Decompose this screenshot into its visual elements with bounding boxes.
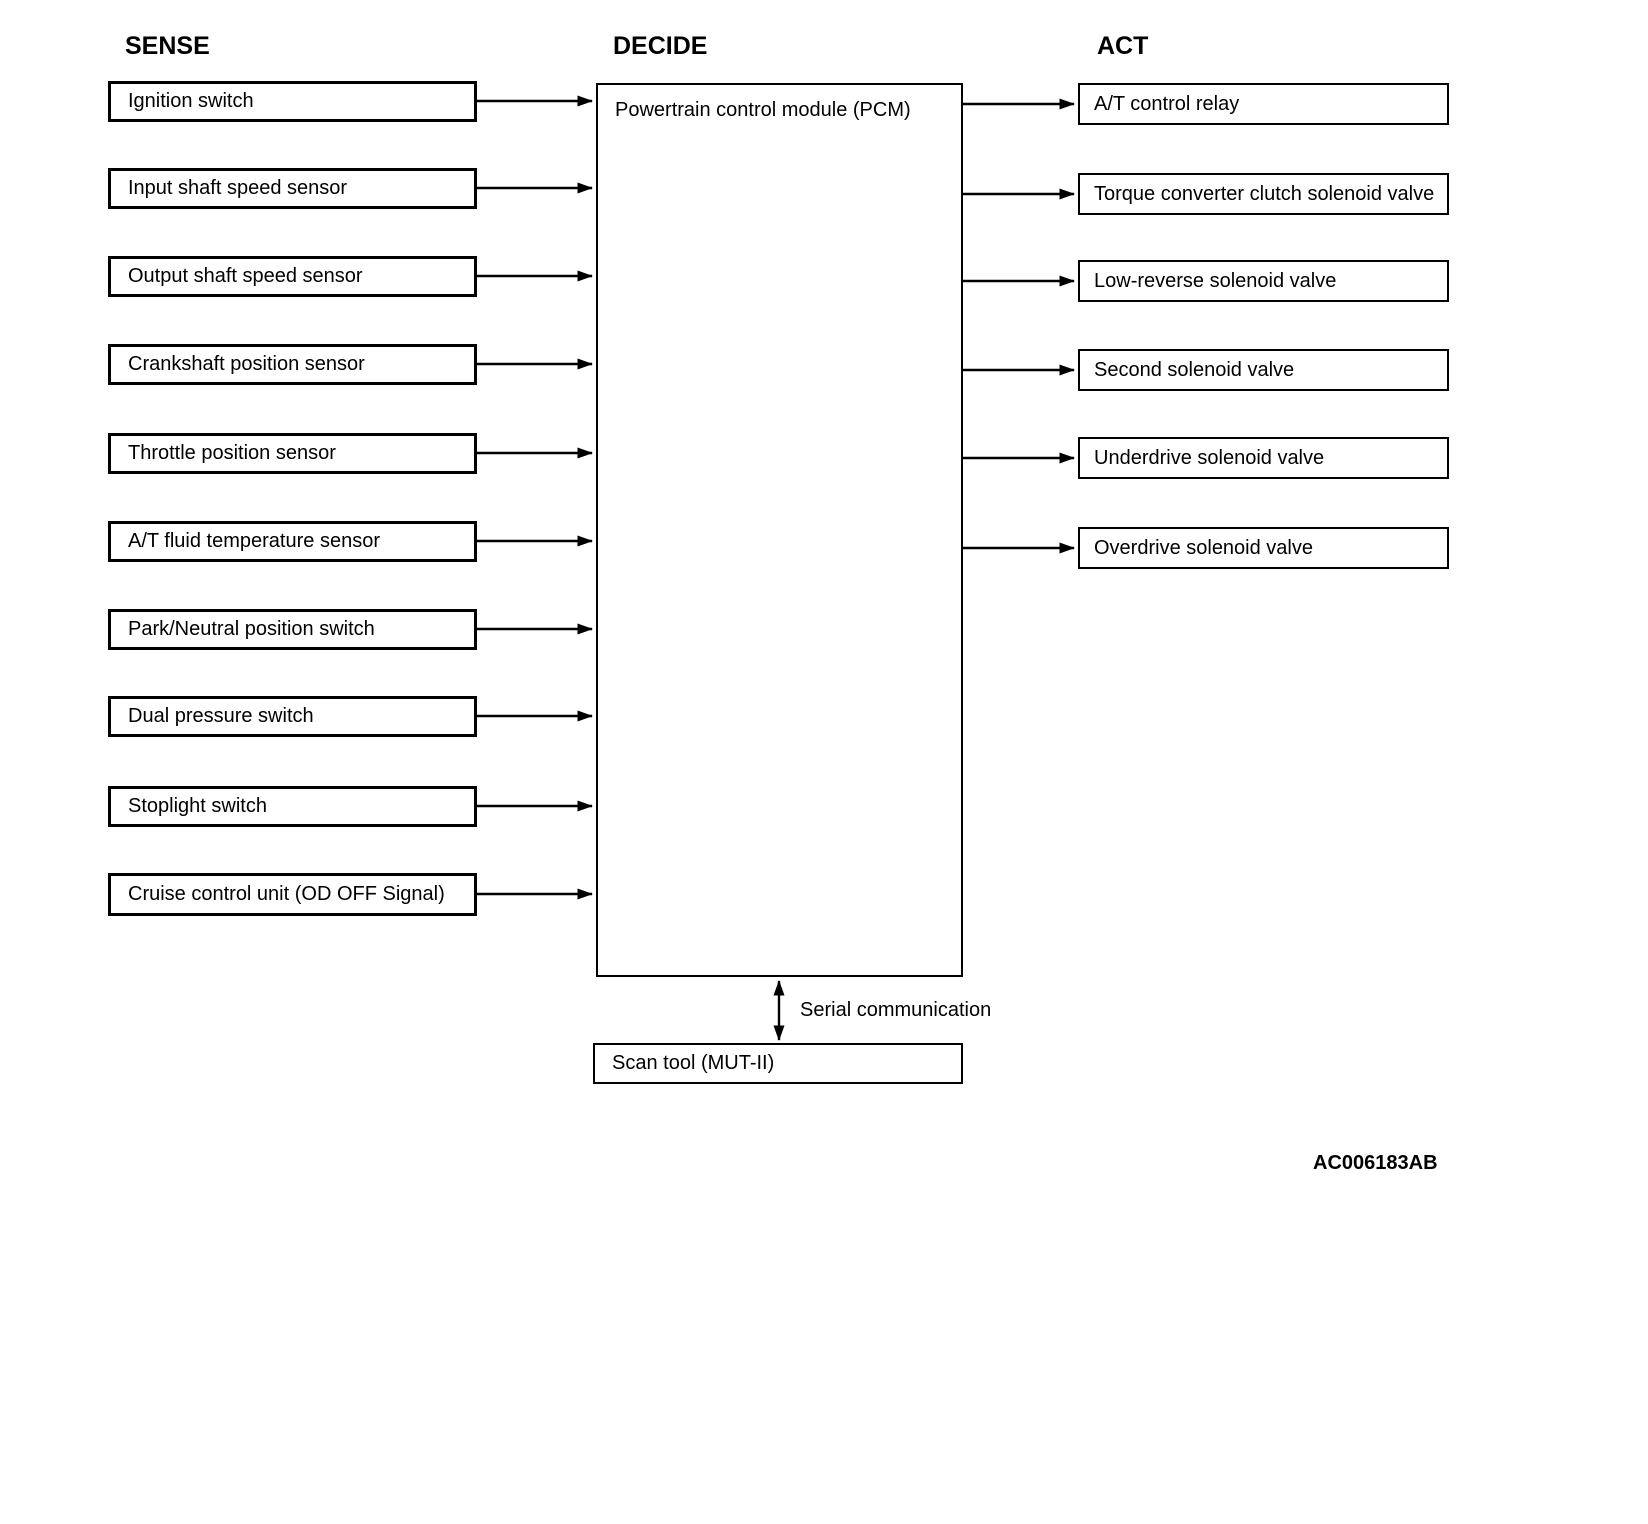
sense-box-label: Cruise control unit (OD OFF Signal)	[128, 883, 445, 905]
act-box-at-control-relay: A/T control relay	[1078, 83, 1449, 125]
sense-box-label: Output shaft speed sensor	[128, 265, 363, 287]
figure-code-label: AC006183AB	[1313, 1152, 1438, 1174]
sense-box-label: Dual pressure switch	[128, 705, 314, 727]
sense-box-label: Stoplight switch	[128, 795, 267, 817]
sense-box-input-shaft-speed-sensor: Input shaft speed sensor	[108, 168, 477, 209]
sense-box-cruise-control-unit: Cruise control unit (OD OFF Signal)	[108, 873, 477, 916]
act-box-label: A/T control relay	[1094, 92, 1240, 115]
sense-box-stoplight-switch: Stoplight switch	[108, 786, 477, 827]
act-box-label: Low-reverse solenoid valve	[1094, 269, 1337, 292]
act-box-label: Overdrive solenoid valve	[1094, 536, 1313, 559]
sense-box-dual-pressure-switch: Dual pressure switch	[108, 696, 477, 737]
act-box-torque-converter-clutch-solenoid-valve: Torque converter clutch solenoid valve	[1078, 173, 1449, 215]
act-box-label: Underdrive solenoid valve	[1094, 446, 1325, 469]
serial-communication-label: Serial communication	[800, 999, 992, 1021]
column-heading-act: ACT	[1097, 32, 1149, 60]
pcm-box-label: Powertrain control module (PCM)	[615, 99, 911, 121]
sense-box-ignition-switch: Ignition switch	[108, 81, 477, 122]
sense-box-label: A/T fluid temperature sensor	[128, 530, 380, 552]
sense-box-park-neutral-position-switch: Park/Neutral position switch	[108, 609, 477, 650]
sense-box-at-fluid-temperature-sensor: A/T fluid temperature sensor	[108, 521, 477, 562]
act-box-underdrive-solenoid-valve: Underdrive solenoid valve	[1078, 437, 1449, 479]
act-box-second-solenoid-valve: Second solenoid valve	[1078, 349, 1449, 391]
sense-box-output-shaft-speed-sensor: Output shaft speed sensor	[108, 256, 477, 297]
scan-tool-box-label: Scan tool (MUT-II)	[612, 1052, 775, 1074]
sense-box-crankshaft-position-sensor: Crankshaft position sensor	[108, 344, 477, 385]
act-box-label: Second solenoid valve	[1094, 358, 1295, 381]
pcm-box: Powertrain control module (PCM)	[596, 83, 963, 977]
act-box-label: Torque converter clutch solenoid valve	[1094, 182, 1435, 205]
sense-box-label: Input shaft speed sensor	[128, 177, 348, 199]
sense-box-label: Throttle position sensor	[128, 442, 336, 464]
sense-box-throttle-position-sensor: Throttle position sensor	[108, 433, 477, 474]
scan-tool-box: Scan tool (MUT-II)	[593, 1043, 963, 1084]
sense-box-label: Crankshaft position sensor	[128, 353, 365, 375]
sense-box-label: Park/Neutral position switch	[128, 618, 375, 640]
column-heading-sense: SENSE	[125, 32, 210, 60]
sense-box-label: Ignition switch	[128, 90, 254, 112]
act-box-overdrive-solenoid-valve: Overdrive solenoid valve	[1078, 527, 1449, 569]
column-heading-decide: DECIDE	[613, 32, 708, 60]
act-box-low-reverse-solenoid-valve: Low-reverse solenoid valve	[1078, 260, 1449, 302]
